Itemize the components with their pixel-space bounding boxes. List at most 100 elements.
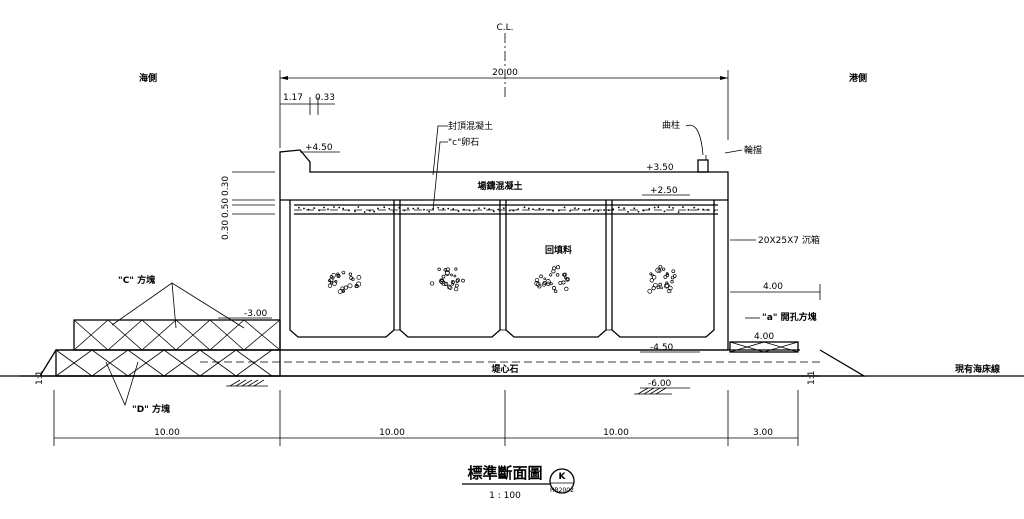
stone [334, 280, 338, 283]
concrete-dot [588, 208, 591, 210]
concrete-dot [517, 208, 520, 211]
elev-minus-6-00: -6.00 [648, 379, 672, 389]
stone [655, 267, 661, 273]
stone [461, 278, 465, 283]
concrete-dot [428, 210, 430, 213]
stone [552, 286, 556, 290]
rubble-core-label: 堤心石 [491, 364, 518, 375]
concrete-dot [523, 206, 526, 209]
cap-concrete-label: 封頂混凝土 [448, 120, 493, 132]
stone [446, 284, 452, 290]
stone [563, 272, 567, 277]
stone [647, 288, 653, 294]
stone [347, 283, 353, 289]
concrete-dot [307, 208, 310, 211]
ground-hatching [226, 379, 672, 395]
concrete-dot [693, 206, 696, 209]
elev-minus-3-00: -3.00 [244, 309, 268, 319]
concrete-dot [607, 209, 610, 212]
concrete-dot [483, 207, 486, 210]
dim-4-00-lower: 4.00 [754, 332, 774, 342]
caisson-label: 20X25X7 沉箱 [758, 234, 820, 246]
fender-label: 輪擋 [744, 144, 762, 156]
stone [555, 273, 560, 277]
stone [665, 272, 669, 276]
stone [349, 276, 353, 280]
armour-blocks [55, 319, 799, 377]
concrete-dot [327, 208, 329, 211]
stone [536, 282, 541, 287]
concrete-dot [573, 207, 576, 210]
stone [665, 273, 670, 277]
concrete-dot [677, 211, 680, 213]
elev-plus-4-50: +4.50 [305, 143, 333, 153]
concrete-dot [557, 209, 560, 212]
stone [566, 277, 570, 281]
concrete-dot [532, 208, 534, 211]
dim-4-00-upper: 4.00 [763, 282, 783, 292]
concrete-dot [447, 207, 450, 210]
stone [348, 272, 353, 276]
harbor-side-label: 港側 [849, 72, 867, 84]
concrete-dot [672, 207, 674, 209]
concrete-dot [527, 207, 530, 210]
stone [549, 282, 553, 286]
concrete-dot [707, 208, 709, 211]
side-dim-c: 0.30 [221, 220, 231, 240]
stone [356, 275, 362, 280]
stone [451, 280, 455, 284]
stone [552, 266, 557, 271]
stone [453, 274, 457, 278]
concrete-dot [354, 210, 356, 213]
concrete-dot [463, 208, 465, 211]
backfill-stones [298, 206, 716, 294]
concrete-dot [697, 208, 700, 211]
concrete-dot [298, 206, 300, 209]
stone [670, 280, 674, 284]
stone [337, 289, 343, 294]
c-block-callout: "C" 方塊 -3.00 [111, 274, 272, 329]
concrete-dot [313, 207, 316, 209]
concrete-dot [612, 208, 615, 211]
concrete-dot [502, 207, 505, 210]
concrete-dot [668, 206, 671, 208]
concrete-dot [342, 207, 345, 210]
top-dimension: 20.00 [279, 68, 729, 148]
concrete-dot [633, 207, 636, 210]
stone [671, 269, 676, 274]
stone [328, 277, 334, 283]
concrete-dot [347, 209, 350, 212]
stone [651, 286, 656, 291]
bollard-label: 曲柱 [662, 119, 680, 131]
concrete-dot [597, 210, 600, 212]
stone [534, 277, 540, 283]
stone [336, 273, 340, 278]
crown-wall-dimensions: 1.17 0.33 [280, 93, 335, 115]
dim-0-33: 0.33 [315, 93, 335, 103]
side-vertical-dimensions: 0.30 0.50 0.30 [221, 171, 275, 240]
stone [553, 289, 558, 294]
concrete-dot [508, 209, 511, 212]
sheet-number: HB2002 [550, 487, 574, 494]
concrete-dot [388, 207, 391, 210]
stone [558, 280, 563, 285]
stone [661, 267, 666, 271]
crown-wall: +4.50 +3.50 +2.50 場鑄混凝土 [279, 143, 729, 215]
section-mark: K [559, 472, 567, 482]
concrete-dot [623, 207, 625, 210]
concrete-dot [497, 208, 500, 211]
stone [543, 277, 547, 281]
side-dim-a: 0.30 [221, 176, 231, 196]
stone [665, 281, 669, 285]
stone [667, 289, 672, 294]
sea-side-label: 海側 [139, 72, 157, 84]
concrete-dot [363, 211, 366, 213]
stone [663, 283, 669, 289]
top-dim-total: 20.00 [492, 68, 518, 78]
concrete-dot [423, 208, 425, 211]
concrete-dot [417, 207, 420, 210]
stone [653, 282, 658, 288]
title-block: 標準斷面圖 1 : 100 K HB2002 [462, 464, 575, 501]
stone [539, 274, 543, 279]
stone [355, 284, 359, 289]
